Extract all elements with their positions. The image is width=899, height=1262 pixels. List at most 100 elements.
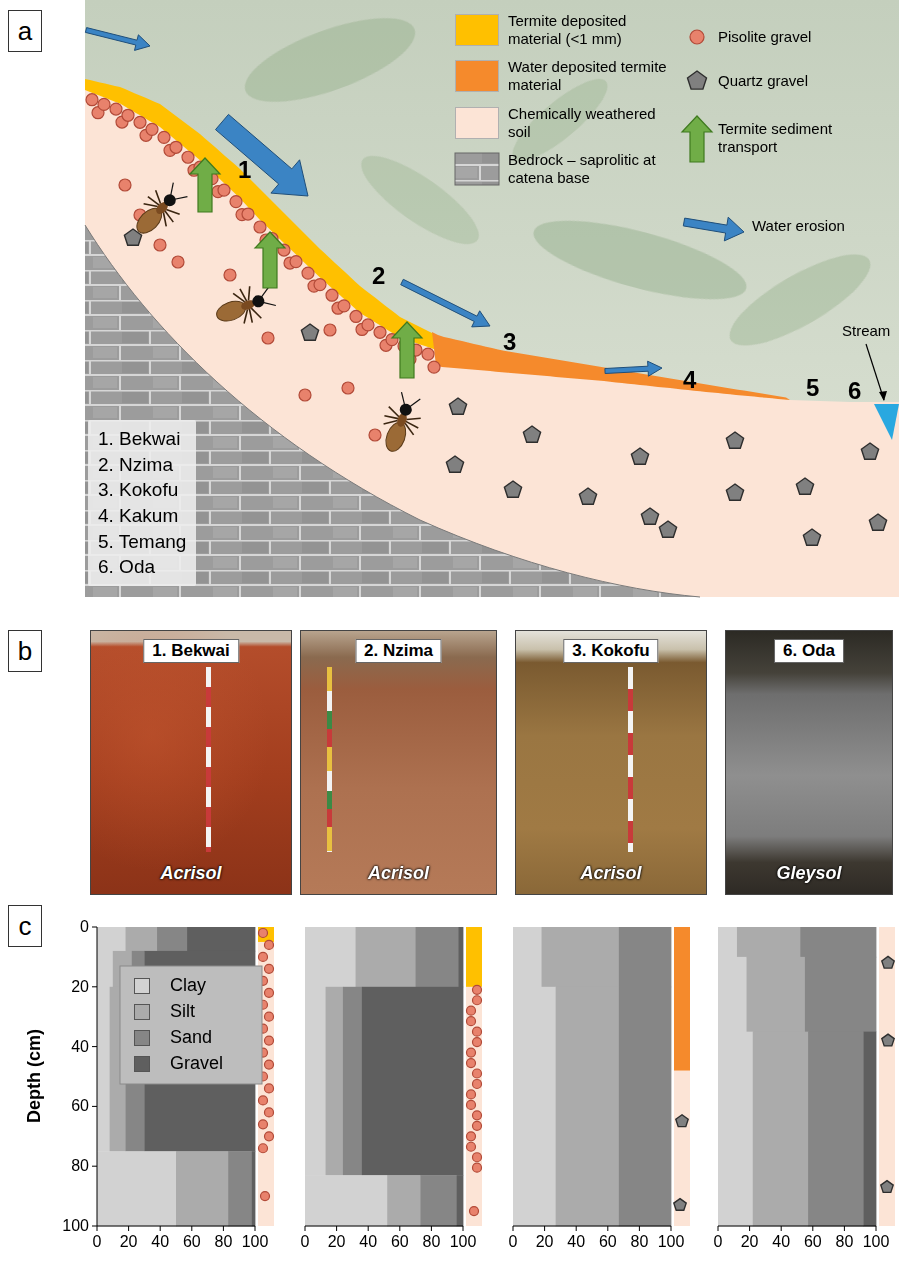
x-tick	[255, 1226, 256, 1231]
quartz-gravel	[301, 324, 318, 340]
termite-leg	[405, 421, 419, 428]
termite-antenna	[173, 191, 187, 205]
texture-band	[718, 927, 737, 957]
y-tick	[92, 1226, 97, 1227]
panel-letter: c	[19, 911, 32, 942]
site-name: 2. Nzima	[98, 452, 186, 478]
quartz-gravel	[674, 1199, 686, 1211]
legend-swatch	[134, 978, 150, 994]
legend-swatch	[134, 1056, 150, 1072]
pisolite-gravel	[242, 208, 254, 220]
x-tick	[223, 1226, 224, 1231]
bedrock-swatch	[455, 153, 499, 185]
texture-band	[305, 927, 356, 987]
stream-symbol	[874, 404, 899, 440]
water-erosion-arrow	[605, 361, 662, 376]
pisolite-gravel	[265, 940, 274, 949]
legend-swatch	[455, 107, 499, 139]
quartz-gravel	[523, 426, 540, 442]
tick-label: 60	[391, 1233, 409, 1251]
x-tick	[191, 1226, 192, 1231]
pisolite-gravel	[134, 116, 146, 128]
pisolite-gravel	[467, 1142, 476, 1151]
termite-abdomen	[382, 420, 409, 454]
photo-title: 1. Bekwai	[143, 639, 239, 663]
pisolite-gravel	[473, 1038, 482, 1047]
photo-title: 6. Oda	[774, 639, 844, 663]
site-name: 1. Bekwai	[98, 426, 186, 452]
pisolite-gravel	[473, 1163, 482, 1172]
pisolite-gravel	[259, 952, 268, 961]
water-erosion-arrow	[683, 217, 744, 241]
texture-band	[457, 1175, 464, 1226]
termite-transport-arrow	[190, 158, 220, 212]
pisolite-gravel	[362, 319, 374, 331]
x-tick	[718, 1226, 719, 1231]
legend-swatch	[134, 1030, 150, 1046]
pisolite-gravel	[326, 289, 338, 301]
tick-label: 100	[863, 1233, 890, 1251]
pisolite-gravel	[265, 1012, 274, 1021]
site-name: 6. Oda	[98, 554, 186, 580]
quartz-gravel	[882, 1034, 894, 1046]
pisolite-gravel	[224, 269, 236, 281]
texture-band	[805, 957, 877, 1032]
quartz-gravel	[882, 956, 894, 968]
texture-band	[619, 927, 672, 987]
texture-band	[252, 1151, 256, 1226]
termite-transport-arrow	[682, 116, 712, 162]
texture-band	[458, 927, 463, 987]
termite-strip	[258, 927, 274, 942]
pisolite-gravel	[467, 1006, 476, 1015]
texture-band	[343, 987, 362, 1176]
pisolite-gravel	[470, 1207, 479, 1216]
tick-label: 0	[93, 1233, 102, 1251]
callout-number: 6	[848, 377, 861, 405]
soil-photo: 2. NzimaAcrisol	[300, 630, 497, 895]
y-tick	[92, 1106, 97, 1107]
texture-band	[387, 1175, 421, 1226]
pisolite-gravel	[122, 109, 134, 121]
legend-text: Pisolite gravel	[718, 28, 811, 46]
termite-leg	[163, 211, 174, 222]
tick-label: 40	[772, 1233, 790, 1251]
quartz-gravel	[446, 456, 463, 472]
tick-label: 20	[536, 1233, 554, 1251]
soil-photo: 3. KokofuAcrisol	[515, 630, 707, 895]
soil-type: Acrisol	[160, 863, 221, 884]
bedrock-edge	[85, 225, 700, 597]
callout-number: 5	[806, 374, 819, 402]
measuring-pole	[628, 667, 633, 852]
water-strip	[674, 927, 690, 1071]
site-name: 3. Kokofu	[98, 477, 186, 503]
pisolite-gravel	[259, 1096, 268, 1105]
texture-band	[176, 1151, 229, 1226]
x-tick	[812, 1226, 813, 1231]
legend-text: Water deposited termite material	[508, 58, 673, 94]
pisolite-gravel	[230, 196, 242, 208]
x-tick	[431, 1226, 432, 1231]
quartz-gravel	[504, 481, 521, 497]
callout-number: 1	[238, 156, 251, 184]
x-tick	[305, 1226, 306, 1231]
texture-band	[800, 927, 876, 957]
pisolite-gravel	[182, 151, 194, 163]
quartz-gravel	[641, 508, 658, 524]
pisolite-gravel	[261, 1192, 270, 1201]
x-tick	[876, 1226, 877, 1231]
pisolite-gravel	[473, 1121, 482, 1130]
texture-band	[718, 957, 747, 1032]
quartz-gravel	[869, 514, 886, 530]
tick-label: 0	[80, 918, 89, 936]
tick-label: 20	[120, 1233, 138, 1251]
pisolite-gravel	[690, 30, 704, 44]
pisolite-gravel	[86, 94, 98, 106]
texture-band	[305, 987, 326, 1176]
panel-label-box: c	[8, 905, 42, 947]
x-tick	[781, 1226, 782, 1231]
x-axis	[513, 1226, 671, 1227]
pisolite-gravel	[265, 1084, 274, 1093]
pisolite-gravel	[473, 1153, 482, 1162]
site-name: 5. Temang	[98, 529, 186, 555]
soil-strip	[879, 927, 895, 1226]
